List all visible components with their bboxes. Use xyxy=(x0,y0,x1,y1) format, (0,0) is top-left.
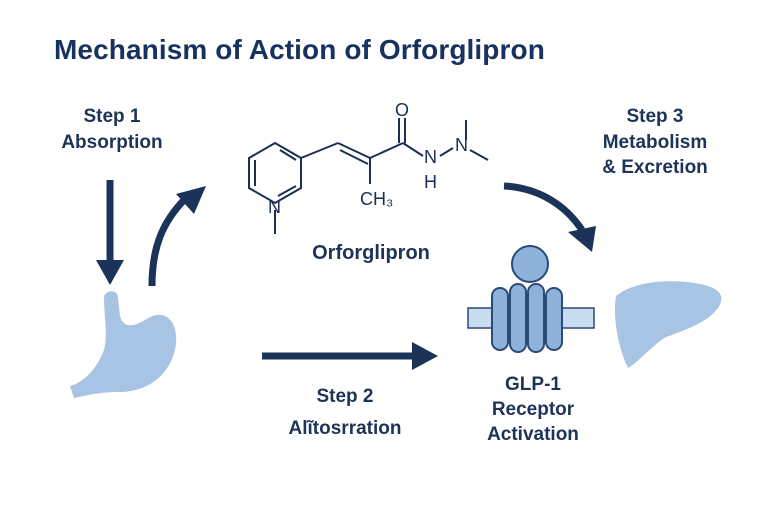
oxygen-atom: O xyxy=(395,100,409,120)
step-3-text-line1: Metabolism xyxy=(602,131,708,153)
receptor-label: GLP-1 Receptor Activation xyxy=(468,372,598,447)
step-3-curved-arrow xyxy=(503,182,596,252)
step-3-label: Step 3 Metabolism & Excretion xyxy=(580,104,730,181)
receptor-label-line3: Activation xyxy=(487,424,579,446)
stomach-icon xyxy=(70,291,177,398)
liver-icon xyxy=(614,281,722,368)
step-3-number: Step 3 xyxy=(626,106,684,127)
glp1-receptor-icon xyxy=(467,245,595,353)
step-3-text-line2: & Excretion xyxy=(602,157,708,179)
step-2-number: Step 2 xyxy=(316,386,374,407)
step-1-number: Step 1 xyxy=(83,106,141,127)
molecule-name: Orforglipron xyxy=(312,242,430,264)
ring-nitrogen-atom: N xyxy=(268,197,281,217)
orforglipron-structure xyxy=(248,118,489,234)
molecule-atom-labels: O N N N H CH₃ xyxy=(268,100,468,217)
step-2-label: Step 2 Alῖtosrration xyxy=(270,384,420,441)
receptor-label-line1: GLP-1 xyxy=(505,374,561,395)
step-2-right-arrow xyxy=(262,342,438,370)
methyl-group: CH₃ xyxy=(360,189,393,209)
step-1-down-arrow xyxy=(96,180,124,285)
amine-nitrogen-atom: N xyxy=(455,135,468,155)
receptor-label-line2: Receptor xyxy=(491,399,575,421)
hydrogen-atom: H xyxy=(424,172,437,192)
step-2-text: Alῖtosrration xyxy=(288,417,402,439)
page-title: Mechanism of Action of Orforglipron xyxy=(54,34,545,65)
step-1-label: Step 1 Absorption xyxy=(48,104,176,155)
amide-nitrogen-atom: N xyxy=(424,147,437,167)
absorption-curved-arrow xyxy=(148,186,206,287)
step-1-text: Absorption xyxy=(61,131,163,153)
